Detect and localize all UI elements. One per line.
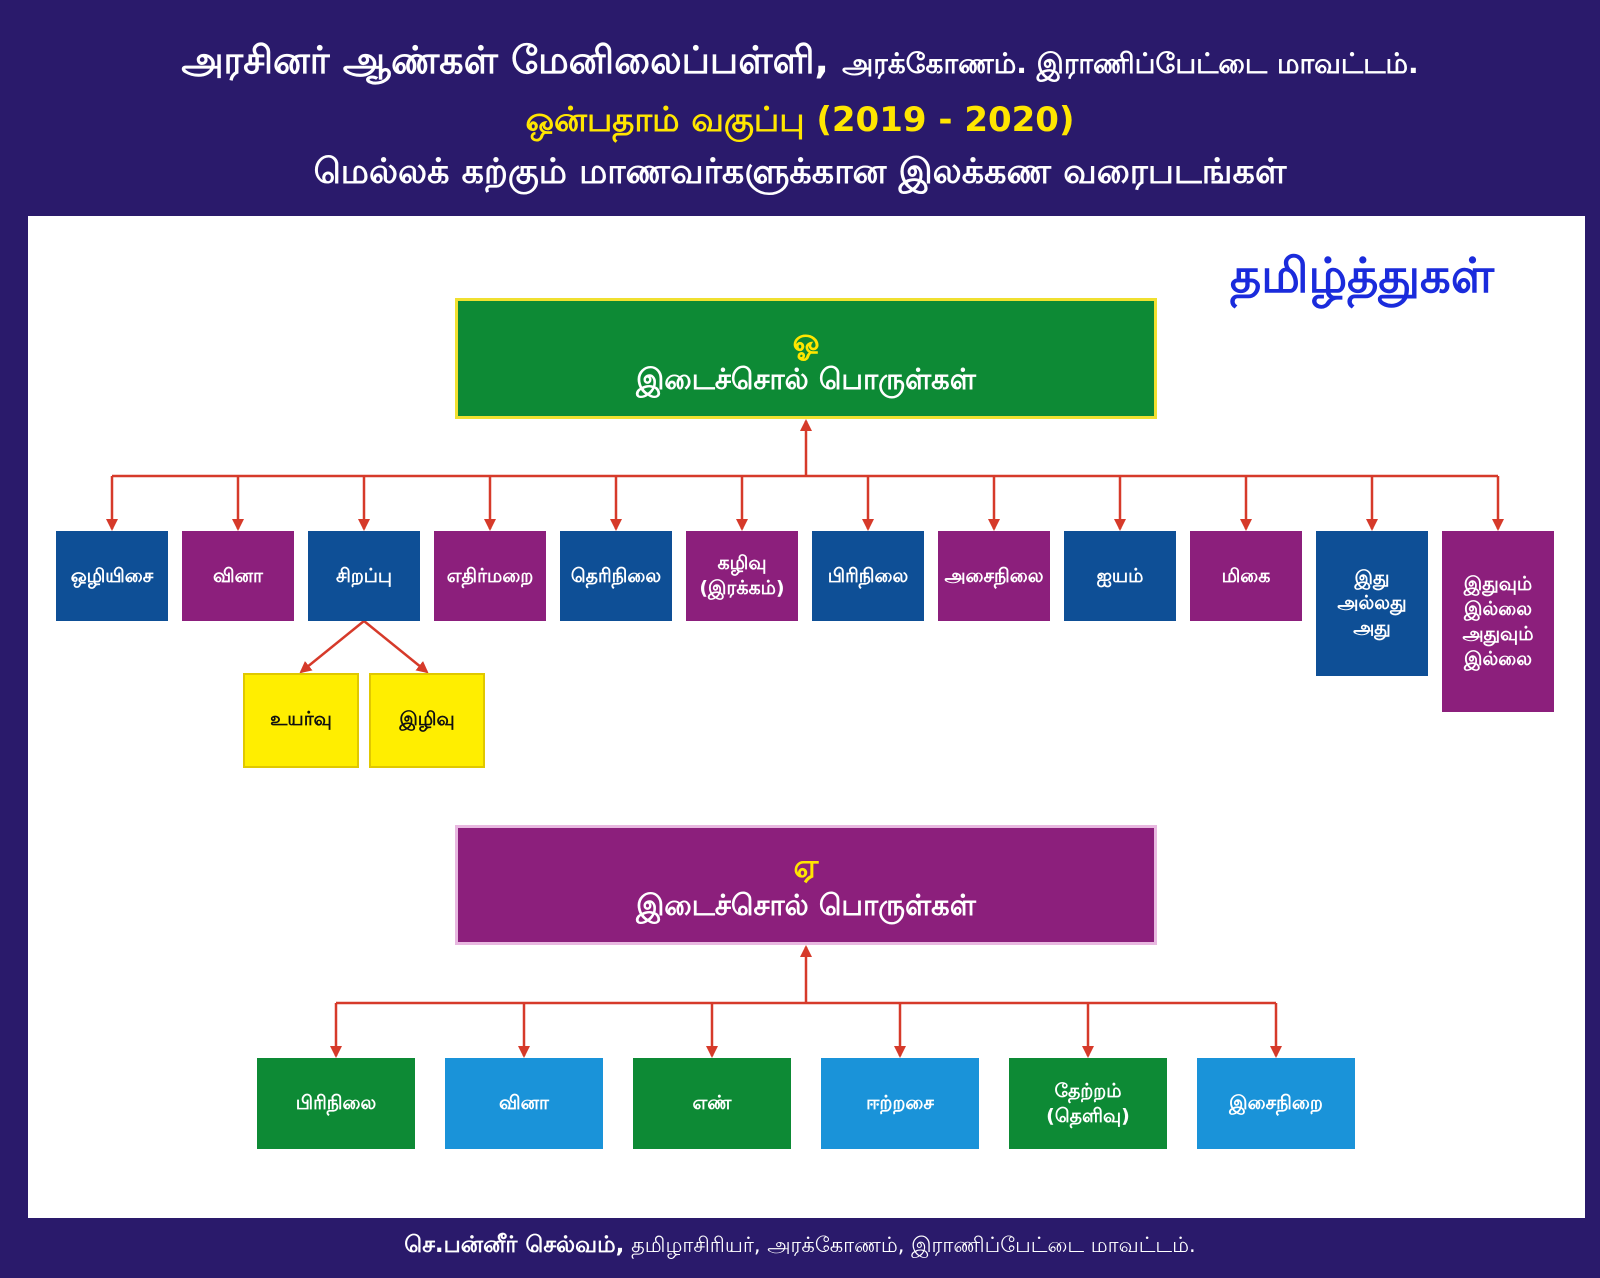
school-name: அரசினர் ஆண்கள் மேனிலைப்பள்ளி, xyxy=(181,38,829,82)
o-item-11: இது அல்லது அது xyxy=(1316,531,1428,676)
e-item-1: பிரிநிலை xyxy=(257,1058,415,1149)
e-item-1-label: பிரிநிலை xyxy=(295,1092,377,1114)
o-item-12: இதுவும் இல்லை அதுவும் இல்லை xyxy=(1442,531,1554,712)
o-item-9: ஐயம் xyxy=(1064,531,1176,621)
e-item-3: எண் xyxy=(633,1058,791,1149)
footer: செ.பன்னீர் செல்வம், தமிழாசிரியர், அரக்கோ… xyxy=(0,1232,1600,1261)
o-item-5-label: தெரிநிலை xyxy=(570,564,662,587)
o-item-5: தெரிநிலை xyxy=(560,531,672,621)
o-item-4-label: எதிர்மறை xyxy=(446,564,534,587)
o-item-2-label: வினா xyxy=(213,564,263,587)
e-item-6-label: இசைநிறை xyxy=(1229,1092,1323,1114)
footer-details: தமிழாசிரியர், அரக்கோணம், இராணிப்பேட்டை ம… xyxy=(631,1233,1196,1257)
o-item-6: கழிவு (இரக்கம்) xyxy=(686,531,798,621)
school-place: அரக்கோணம். இராணிப்பேட்டை மாவட்டம். xyxy=(842,47,1419,80)
o-item-8-label: அசைநிலை xyxy=(944,564,1044,587)
e-item-4: ஈற்றசை xyxy=(821,1058,979,1149)
e-item-5-label: தேற்றம் (தெளிவு) xyxy=(1046,1079,1130,1127)
o-item-1: ஒழியிசை xyxy=(56,531,168,621)
o-item-10-label: மிகை xyxy=(1221,564,1271,587)
main-box-o-title: இடைச்சொல் பொருள்கள் xyxy=(636,361,976,396)
o-item-1-label: ஒழியிசை xyxy=(70,564,154,587)
sirappu-sub-item-2-label: இழிவு xyxy=(399,708,455,730)
e-item-5: தேற்றம் (தெளிவு) xyxy=(1009,1058,1167,1149)
sub-arrow-2 xyxy=(363,620,429,674)
e-item-4-label: ஈற்றசை xyxy=(866,1092,934,1114)
sub-arrow-1 xyxy=(299,620,365,674)
e-item-2-label: வினா xyxy=(499,1092,549,1114)
o-item-6-label: கழிவு (இரக்கம்) xyxy=(699,552,785,599)
school-header: அரசினர் ஆண்கள் மேனிலைப்பள்ளி, அரக்கோணம்.… xyxy=(0,38,1600,88)
sirappu-sub-item-1: உயர்வு xyxy=(243,673,359,768)
e-item-3-label: எண் xyxy=(692,1092,732,1114)
main-box-e-title: இடைச்சொல் பொருள்கள் xyxy=(636,888,976,922)
o-item-3-label: சிறப்பு xyxy=(335,564,393,587)
e-item-2: வினா xyxy=(445,1058,603,1149)
class-year: ஒன்பதாம் வகுப்பு (2019 - 2020) xyxy=(525,100,1075,140)
main-box-e: ஏ இடைச்சொல் பொருள்கள் xyxy=(455,825,1157,945)
o-item-8: அசைநிலை xyxy=(938,531,1050,621)
o-item-12-label: இதுவும் இல்லை அதுவும் இல்லை xyxy=(1462,572,1534,670)
corner-label: தமிழ்த்துகள் xyxy=(1230,248,1495,304)
o-item-2: வினா xyxy=(182,531,294,621)
sirappu-sub-item-2: இழிவு xyxy=(369,673,485,768)
footer-author: செ.பன்னீர் செல்வம், xyxy=(404,1232,625,1258)
main-box-o: ஓ இடைச்சொல் பொருள்கள் xyxy=(455,298,1157,419)
o-item-3: சிறப்பு xyxy=(308,531,420,621)
o-item-9-label: ஐயம் xyxy=(1096,564,1144,587)
o-item-7-label: பிரிநிலை xyxy=(827,564,909,587)
o-item-4: எதிர்மறை xyxy=(434,531,546,621)
e-item-6: இசைநிறை xyxy=(1197,1058,1355,1149)
o-item-11-label: இது அல்லது அது xyxy=(1337,567,1407,639)
subtitle: மெல்லக் கற்கும் மாணவர்களுக்கான இலக்கண வர… xyxy=(313,152,1287,192)
main-box-o-letter: ஓ xyxy=(792,320,820,359)
o-item-7: பிரிநிலை xyxy=(812,531,924,621)
sirappu-sub-item-1-label: உயர்வு xyxy=(270,708,332,730)
o-item-10: மிகை xyxy=(1190,531,1302,621)
main-box-e-letter: ஏ xyxy=(793,847,819,885)
